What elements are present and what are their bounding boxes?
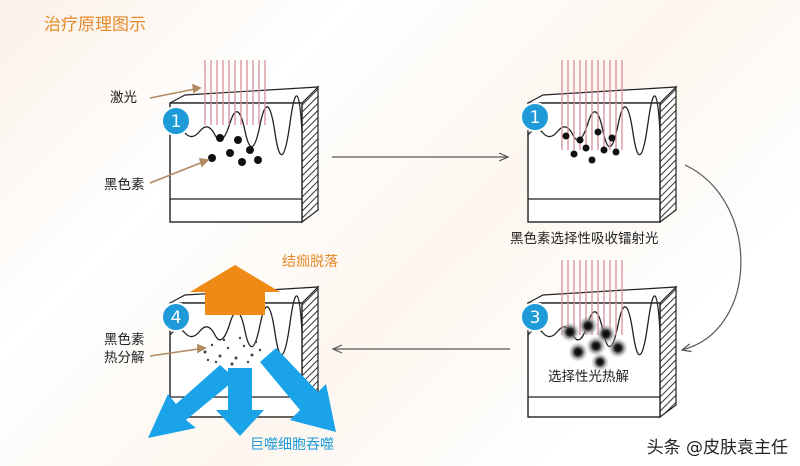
skin-block-2 xyxy=(527,85,678,224)
label-laser: 激光 xyxy=(110,90,137,106)
label-melanin: 黑色素 xyxy=(104,177,145,193)
laser-beam-1 xyxy=(204,60,266,125)
watermark: 头条 @皮肤袁主任 xyxy=(646,438,788,458)
melanin-dots-1 xyxy=(208,134,262,166)
melanin-dots-2 xyxy=(562,128,620,164)
step-badge-1a: 1 xyxy=(161,106,191,136)
label-absorb: 黑色素选择性吸收镭射光 xyxy=(510,231,659,247)
svg-text:1: 1 xyxy=(530,108,541,128)
svg-text:3: 3 xyxy=(530,308,541,328)
step-badge-1b: 1 xyxy=(520,102,550,132)
svg-text:4: 4 xyxy=(171,308,182,328)
pointer-lines-1 xyxy=(149,83,210,184)
flow-arrow-curve xyxy=(682,164,742,350)
label-phagocytosis: 巨噬细胞吞噬 xyxy=(250,437,334,453)
diagram-title: 治疗原理图示 xyxy=(44,15,146,35)
label-shed: 结痂脱落 xyxy=(282,254,338,270)
step-badge-4: 4 xyxy=(161,302,191,332)
label-melanin-decompose: 黑色素 热分解 xyxy=(104,332,145,366)
svg-text:1: 1 xyxy=(171,112,182,132)
label-photothermal: 选择性光热解 xyxy=(548,369,629,385)
skin-block-1 xyxy=(169,85,320,224)
phagocytosis-arrows xyxy=(148,348,336,438)
heated-melanin-3 xyxy=(560,316,628,371)
pointer-line-4 xyxy=(149,343,207,357)
shed-up-arrow xyxy=(190,265,280,315)
laser-beam-2 xyxy=(561,60,623,150)
step-badge-3: 3 xyxy=(520,302,550,332)
melanin-fragments-4 xyxy=(203,336,262,366)
